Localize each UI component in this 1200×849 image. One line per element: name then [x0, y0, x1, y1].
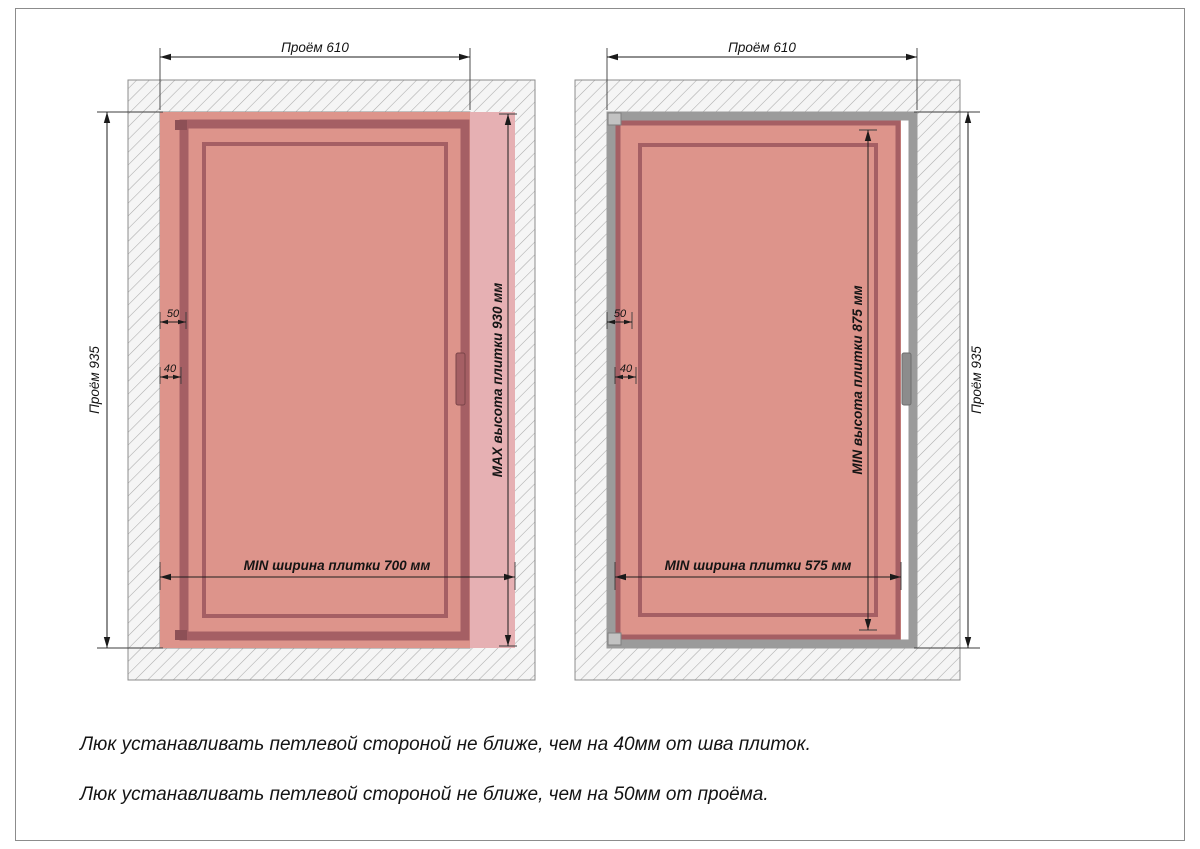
dim-offset-40: 40 [159, 363, 182, 384]
handle [455, 352, 466, 406]
dim-opening-width: Проём 610 [606, 40, 918, 110]
tile-border [615, 120, 901, 640]
tile-width-label: MIN ширина плитки 575 мм [665, 558, 852, 573]
dim-tile-height: MAX высота плитки 930 мм [490, 113, 517, 647]
tile-width-label: MIN ширина плитки 700 мм [244, 558, 431, 573]
offset-50-label: 50 [167, 308, 180, 320]
dim-opening-width: Проём 610 [159, 40, 471, 110]
hatch-door-leaf [202, 142, 448, 618]
offset-40-label: 40 [164, 363, 177, 375]
hinge-mark-bottom [607, 632, 622, 646]
dim-offset-50: 50 [606, 308, 633, 329]
dim-tile-width: MIN ширина плитки 575 мм [614, 558, 902, 590]
dim-tile-height: MIN высота плитки 875 мм [850, 129, 877, 631]
tile-height-label: MAX высота плитки 930 мм [490, 283, 505, 477]
dim-offset-50: 50 [159, 308, 187, 329]
hinge-mark-bottom [175, 630, 187, 640]
tile-area [160, 112, 470, 648]
hinge-mark-top [175, 120, 187, 130]
right-diagram: Проём 610 Проём 935 MIN высота плитки 87… [574, 40, 984, 681]
dim-opening-height: Проём 935 [914, 111, 984, 649]
left-diagram: Проём 610 Проём 935 MAX высота плитки 93… [87, 40, 536, 681]
note-line-2: Люк устанавливать петлевой стороной не б… [78, 784, 769, 805]
dim-offset-40: 40 [614, 363, 637, 384]
hatch-frame-outer [606, 111, 918, 649]
opening-height-label: Проём 935 [969, 346, 984, 414]
offset-50-label: 50 [614, 308, 627, 320]
page-border [15, 8, 1185, 841]
opening-width-label: Проём 610 [728, 40, 796, 55]
handle [901, 352, 912, 406]
tile-height-label: MIN высота плитки 875 мм [850, 285, 865, 474]
note-line-1: Люк устанавливать петлевой стороной не б… [78, 734, 811, 755]
opening-height-label: Проём 935 [87, 346, 102, 414]
dim-tile-width: MIN ширина плитки 700 мм [159, 558, 516, 590]
dim-opening-height: Проём 935 [87, 111, 163, 649]
offset-40-label: 40 [620, 363, 633, 375]
tile-area [615, 120, 901, 640]
hatch-door-leaf [638, 143, 878, 617]
hinge-mark-top [607, 112, 622, 126]
opening-width-label: Проём 610 [281, 40, 349, 55]
